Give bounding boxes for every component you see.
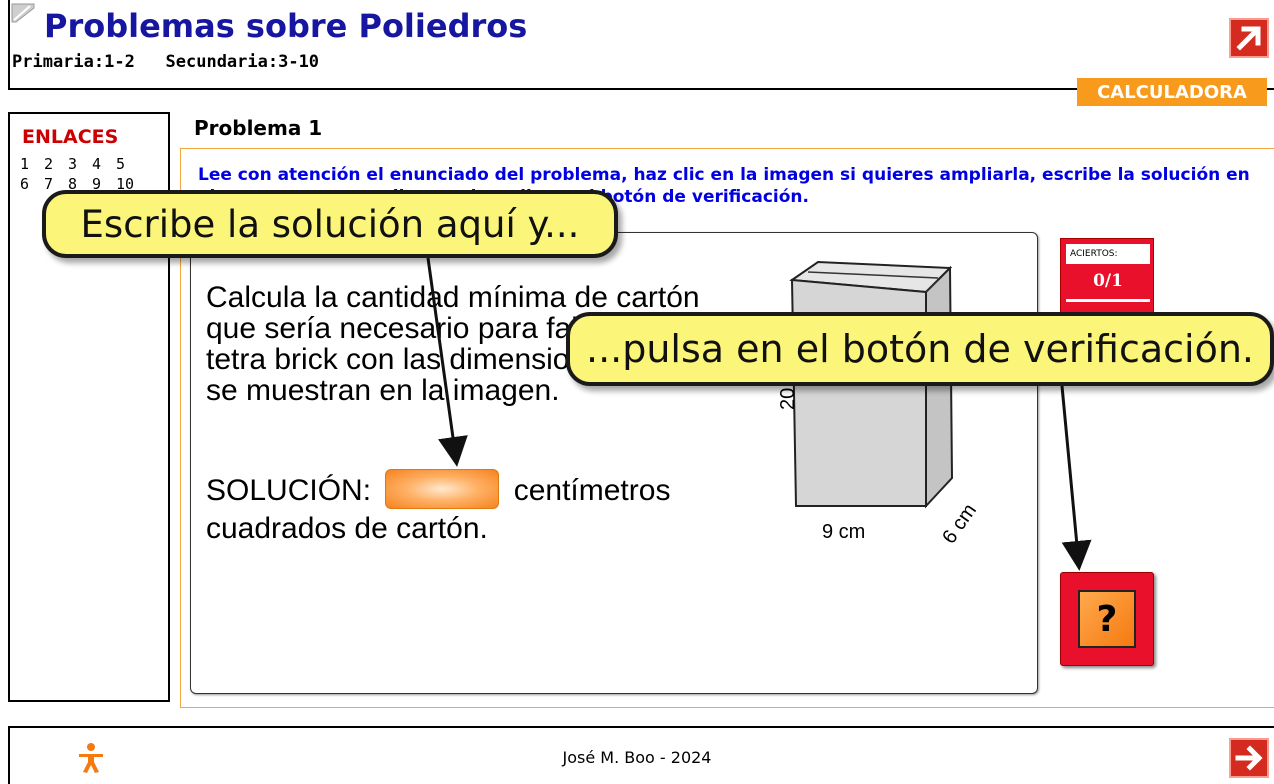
sidebar-link-5[interactable]: 5 [116,155,126,173]
sidebar-link-8[interactable]: 8 [68,175,78,193]
sidebar-title: ENLACES [22,126,119,148]
next-button[interactable] [1229,738,1269,778]
header-frame [8,0,1274,90]
question-mark-icon: ? [1078,590,1136,648]
sidebar-link-7[interactable]: 7 [44,175,54,193]
callout-press-verify: ...pulsa en el botón de verificación. [566,312,1274,386]
tetra-brick-image[interactable]: 20 9 cm 6 cm [748,250,1028,550]
sidebar-link-10[interactable]: 10 [116,175,135,193]
score-panel: ACIERTOS: 0/1 [1060,238,1154,313]
footer-author: José M. Boo - 2024 [562,748,712,767]
problem-title: Problema 1 [194,116,323,140]
answer-field-wrapper [385,469,503,510]
solution-suffix: centímetros cuadrados de cartón. [206,473,671,545]
sidebar-link-2[interactable]: 2 [44,155,54,173]
score-label: ACIERTOS: [1066,244,1150,264]
score-divider [1066,299,1150,302]
answer-input[interactable] [386,470,503,510]
verify-button[interactable]: ? [1060,572,1154,666]
footer-frame [8,726,1274,784]
figure-width-label: 9 cm [822,521,865,543]
calculator-button[interactable]: CALCULADORA [1077,78,1267,106]
arrow-right-icon [1235,745,1263,771]
problem-frame [180,148,1274,708]
arrow-up-right-icon [1236,26,1261,51]
callout-write-solution: Escribe la solución aquí y... [42,190,618,258]
sidebar-link-4[interactable]: 4 [92,155,102,173]
sidebar-link-3[interactable]: 3 [68,155,78,173]
sidebar-link-9[interactable]: 9 [92,175,102,193]
solution-row: SOLUCIÓN: centímetros cuadrados de cartó… [206,469,746,546]
sidebar-link-1[interactable]: 1 [20,155,30,173]
accessibility-icon[interactable] [76,742,106,774]
figure-depth-label: 6 cm [938,500,981,548]
exit-top-button[interactable] [1229,18,1269,58]
solution-prefix: SOLUCIÓN: [206,473,372,507]
page-title: Problemas sobre Poliedros [44,7,528,45]
pencil-corner-icon [11,3,35,23]
score-value: 0/1 [1093,271,1123,291]
sidebar-link-6[interactable]: 6 [20,175,30,193]
levels-label: Primaria:1-2 Secundaria:3-10 [12,52,320,72]
figure-height-label: 20 [777,388,799,410]
